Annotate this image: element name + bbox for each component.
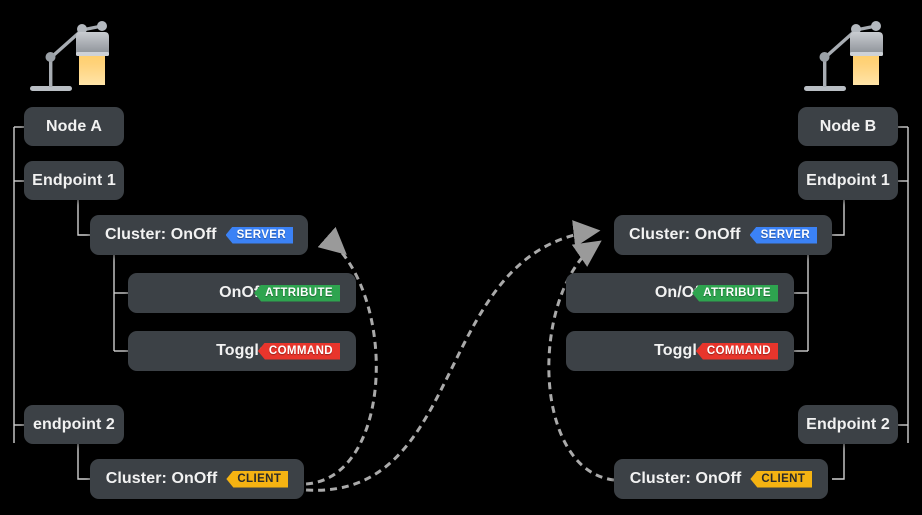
attribute-badge: ATTRIBUTE [692, 284, 778, 302]
node-a-label: Node A [45, 117, 102, 135]
right-command-label: Toggle [654, 342, 706, 359]
right-endpoint-2-box[interactable]: Endpoint 2 [798, 405, 898, 444]
right-cluster-onoff-client-box[interactable]: Cluster: OnOff CLIENT [614, 459, 828, 499]
right-cluster-onoff-server-box[interactable]: Cluster: OnOff SERVER [614, 215, 832, 255]
right-endpoint-2-label: Endpoint 2 [806, 415, 890, 433]
left-command-label: Toggle [216, 342, 268, 359]
right-endpoint-1-label: Endpoint 1 [806, 171, 890, 189]
node-b-label: Node B [819, 117, 877, 135]
server-badge: SERVER [749, 226, 818, 244]
right-cluster-client-label: Cluster: OnOff [629, 470, 742, 487]
left-attribute-label: OnOff [219, 284, 265, 301]
left-endpoint-2-box[interactable]: endpoint 2 [24, 405, 124, 444]
command-badge: COMMAND [257, 342, 340, 360]
left-endpoint-1-label: Endpoint 1 [32, 171, 116, 189]
node-a-box[interactable]: Node A [24, 107, 124, 146]
left-cluster-onoff-client-box[interactable]: Cluster: OnOff CLIENT [90, 459, 304, 499]
right-endpoint-1-box[interactable]: Endpoint 1 [798, 161, 898, 200]
right-attribute-label: On/Off [654, 284, 706, 301]
desk-lamp-icon-left [30, 21, 109, 91]
attribute-badge: ATTRIBUTE [254, 284, 340, 302]
command-badge: COMMAND [695, 342, 778, 360]
left-endpoint-1-box[interactable]: Endpoint 1 [24, 161, 124, 200]
left-cluster-server-label: Cluster: OnOff [104, 226, 217, 243]
right-cluster-server-label: Cluster: OnOff [628, 226, 741, 243]
left-attribute-onoff-box[interactable]: OnOff ATTRIBUTE [128, 273, 356, 313]
desk-lamp-icon-right [804, 21, 883, 91]
left-cluster-onoff-server-box[interactable]: Cluster: OnOff SERVER [90, 215, 308, 255]
right-attribute-onoff-box[interactable]: On/Off ATTRIBUTE [566, 273, 794, 313]
left-command-toggle-box[interactable]: Toggle COMMAND [128, 331, 356, 371]
left-endpoint-2-label: endpoint 2 [33, 415, 115, 433]
node-b-box[interactable]: Node B [798, 107, 898, 146]
right-command-toggle-box[interactable]: Toggle COMMAND [566, 331, 794, 371]
server-badge: SERVER [225, 226, 294, 244]
client-badge: CLIENT [226, 470, 289, 488]
client-badge: CLIENT [750, 470, 813, 488]
left-cluster-client-label: Cluster: OnOff [105, 470, 218, 487]
